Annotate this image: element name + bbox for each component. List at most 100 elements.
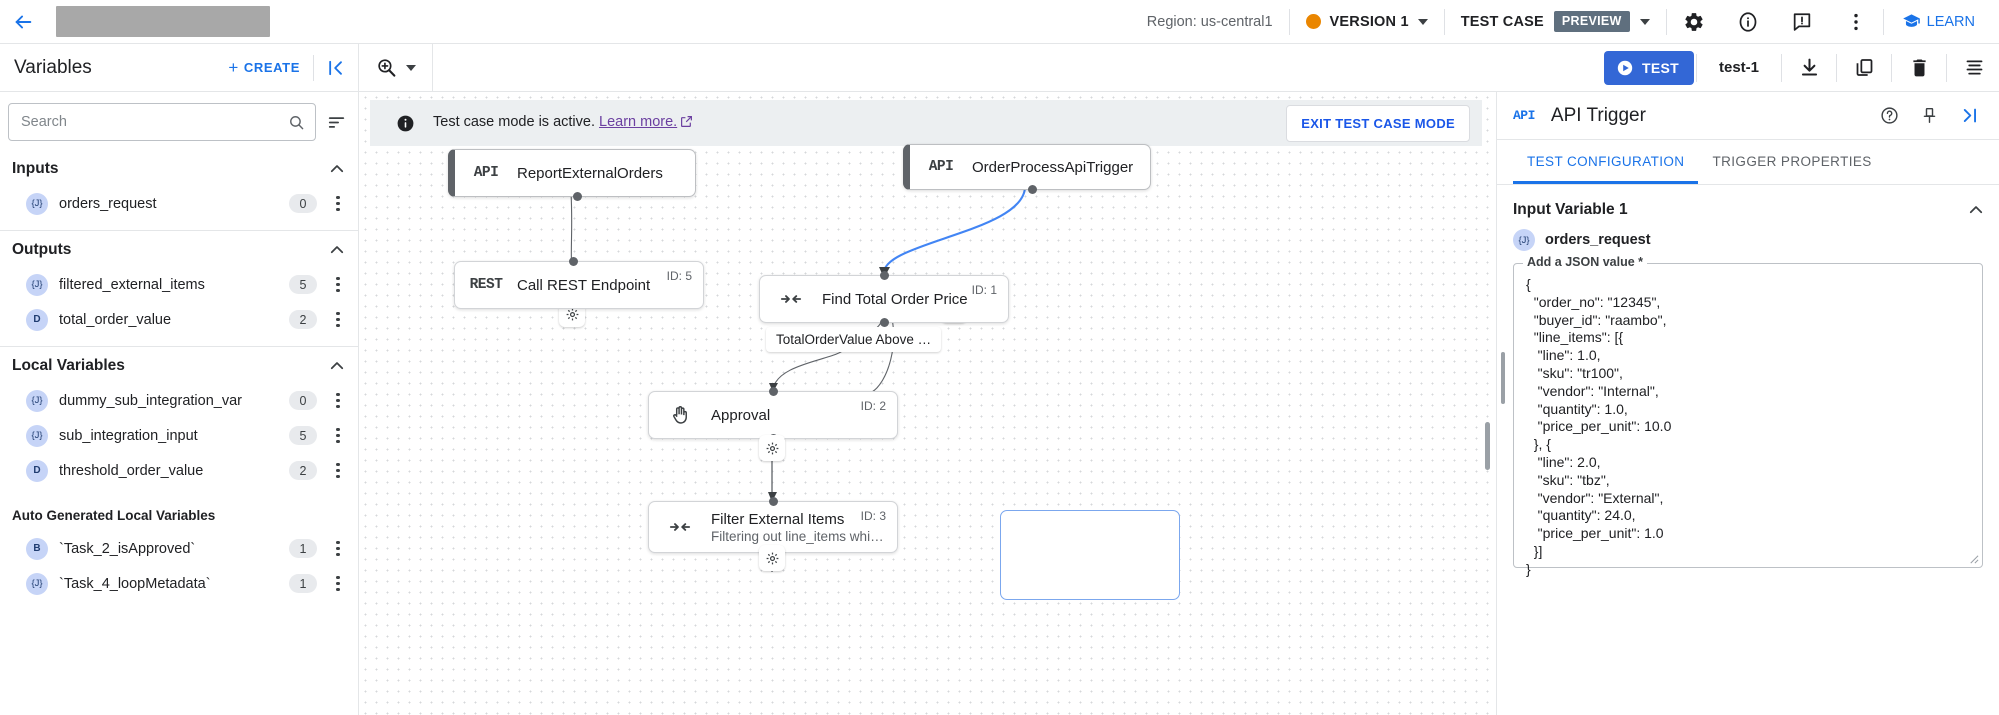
variable-count: 2 (289, 310, 317, 329)
exit-test-case-mode-button[interactable]: EXIT TEST CASE MODE (1286, 104, 1470, 142)
row-menu-button[interactable] (328, 541, 348, 556)
info-icon (1739, 11, 1757, 32)
row-menu-button[interactable] (328, 576, 348, 591)
test-button[interactable]: TEST (1604, 50, 1694, 85)
version-selector[interactable]: VERSION 1 (1290, 14, 1444, 30)
node-body: ReportExternalOrders (517, 165, 695, 182)
variable-count: 2 (289, 461, 317, 480)
learn-more-link[interactable]: Learn more. (599, 114, 678, 130)
canvas-scrollbar[interactable] (1485, 422, 1490, 470)
zoom-control[interactable] (360, 44, 433, 91)
variable-type-chip: {J} (1513, 229, 1535, 251)
create-variable-button[interactable]: + CREATE (215, 59, 313, 76)
expand-panel-button[interactable] (1949, 92, 1989, 140)
node-body: Filter External Items Filtering out line… (711, 511, 897, 544)
list-item[interactable]: D threshold_order_value 2 (0, 453, 358, 488)
node-input-port[interactable] (880, 271, 889, 280)
logs-button[interactable] (1949, 44, 1999, 91)
list-item[interactable]: {J} dummy_sub_integration_var 0 (0, 383, 358, 418)
node-title: Filter External Items (711, 510, 845, 528)
node-id-label: ID: 2 (860, 399, 886, 413)
download-button[interactable] (1784, 44, 1834, 91)
pin-icon (1923, 107, 1935, 124)
duplicate-button[interactable] (1839, 44, 1889, 91)
search-input[interactable] (21, 114, 288, 130)
section-header-outputs[interactable]: Outputs (0, 233, 358, 267)
flow-node-approval[interactable]: Approval ID: 2 (648, 387, 898, 443)
secondary-toolbar: Variables + CREATE (0, 44, 1999, 92)
flow-node-call-rest-endpoint[interactable]: REST Call REST Endpoint ID: 5 (454, 257, 704, 309)
row-menu-button[interactable] (328, 312, 348, 327)
edge-gear-icon[interactable] (759, 545, 785, 571)
list-item[interactable]: {J} `Task_4_loopMetadata` 1 (0, 566, 358, 601)
tab-test-configuration[interactable]: TEST CONFIGURATION (1513, 140, 1699, 184)
flow-node-order-process-api-trigger[interactable]: API OrderProcessApiTrigger (903, 144, 1151, 194)
panel-title: API Trigger (1550, 104, 1646, 126)
flow-canvas[interactable]: Test case mode is active.Learn more. EXI… (360, 92, 1494, 715)
delete-icon (1912, 59, 1926, 77)
panel-scrollbar[interactable] (1501, 352, 1505, 404)
json-value-input[interactable]: { "order_no": "12345", "buyer_id": "raam… (1526, 276, 1672, 577)
more-options-button[interactable] (1829, 0, 1883, 44)
node-id-label: ID: 5 (666, 269, 692, 283)
search-box[interactable] (8, 103, 316, 141)
section-header-inputs[interactable]: Inputs (0, 152, 358, 186)
flow-node-find-total-order-price[interactable]: Find Total Order Price ID: 1 (759, 271, 1009, 327)
info-button[interactable] (1721, 0, 1775, 44)
divider (1882, 8, 1884, 35)
section-header-auto-generated[interactable]: Auto Generated Local Variables (0, 488, 358, 531)
node-input-port[interactable] (769, 387, 778, 396)
section-header-input-variable[interactable]: Input Variable 1 (1497, 185, 1999, 229)
tab-trigger-properties[interactable]: TRIGGER PROPERTIES (1712, 154, 1872, 169)
row-menu-button[interactable] (328, 196, 348, 211)
delete-button[interactable] (1894, 44, 1944, 91)
node-input-port[interactable] (569, 257, 578, 266)
json-value-field[interactable]: Add a JSON value * { "order_no": "12345"… (1513, 255, 1983, 577)
list-item[interactable]: {J} sub_integration_input 5 (0, 418, 358, 453)
collapse-sidebar-button[interactable] (314, 44, 358, 91)
list-item[interactable]: {J} orders_request 0 (0, 186, 358, 221)
node-input-port[interactable] (769, 497, 778, 506)
map-icon (760, 288, 822, 310)
list-item[interactable]: B `Task_2_isApproved` 1 (0, 531, 358, 566)
chevron-up-icon (328, 160, 346, 178)
node-output-port[interactable] (573, 192, 582, 201)
sort-button[interactable] (324, 113, 348, 132)
row-menu-button[interactable] (328, 463, 348, 478)
variable-name: threshold_order_value (59, 462, 204, 479)
node-output-port[interactable] (1028, 185, 1037, 194)
list-item[interactable]: {J} filtered_external_items 5 (0, 267, 358, 302)
node-output-port[interactable] (880, 318, 889, 327)
zoom-in-icon (378, 59, 396, 77)
list-item[interactable]: D total_order_value 2 (0, 302, 358, 337)
flow-node-filter-external-items[interactable]: Filter External Items Filtering out line… (648, 497, 898, 557)
copy-icon (1856, 59, 1872, 76)
top-bar: Region: us-central1 VERSION 1 TEST CASE … (0, 0, 1999, 44)
edge-gear-icon[interactable] (759, 435, 785, 461)
row-menu-button[interactable] (328, 428, 348, 443)
row-menu-button[interactable] (328, 393, 348, 408)
sort-icon (328, 116, 344, 128)
pin-button[interactable] (1909, 92, 1949, 140)
json-field-label: Add a JSON value * (1523, 255, 1648, 269)
divider (1665, 8, 1667, 35)
feedback-button[interactable] (1775, 0, 1829, 44)
help-button[interactable] (1869, 92, 1909, 140)
variable-type-chip: {J} (26, 273, 48, 296)
resize-grip-icon[interactable] (1968, 553, 1979, 564)
node-title: OrderProcessApiTrigger (972, 158, 1134, 176)
flow-node-report-external-orders[interactable]: API ReportExternalOrders (448, 149, 696, 201)
variables-panel-header: Variables + CREATE (0, 44, 359, 91)
test-case-selector[interactable]: TEST CASE PREVIEW (1445, 11, 1666, 32)
edge-label-total-order-value[interactable]: TotalOrderValue Above … (766, 327, 942, 352)
flow-node-selected-empty[interactable] (1000, 510, 1180, 600)
test-case-name[interactable]: test-1 (1718, 59, 1759, 76)
section-header-local-variables[interactable]: Local Variables (0, 349, 358, 383)
divider (1695, 53, 1697, 82)
hand-icon (649, 404, 711, 426)
row-menu-button[interactable] (328, 277, 348, 292)
variable-type-chip: {J} (26, 572, 48, 595)
back-button[interactable] (0, 0, 46, 44)
settings-button[interactable] (1667, 0, 1721, 44)
learn-button[interactable]: LEARN (1884, 12, 1991, 31)
